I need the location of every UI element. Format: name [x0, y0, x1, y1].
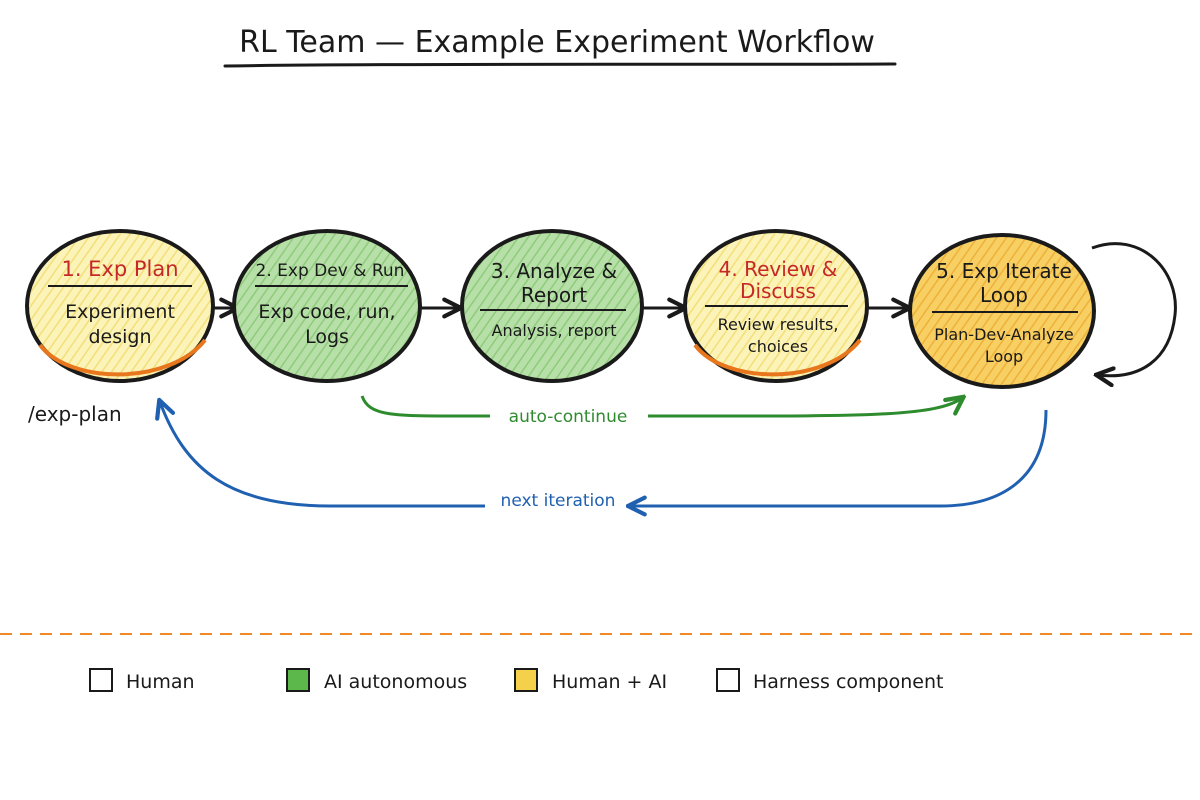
step-3-analyze-report[interactable]: 3. Analyze & Report Analysis, report — [460, 229, 644, 383]
step-4-desc-line-2: choices — [748, 337, 808, 356]
step-4-title-line-1: 4. Review & — [719, 257, 838, 281]
step-1-desc-line-1: Experiment — [65, 301, 175, 323]
step-2-exp-dev-run[interactable]: 2. Exp Dev & Run Exp code, run, Logs — [232, 229, 422, 383]
page-title: RL Team — Example Experiment Workflow — [239, 25, 875, 60]
step-3-title-line-1: 3. Analyze & — [491, 259, 617, 283]
step-2-desc-line-2: Logs — [305, 326, 349, 348]
legend-label-human: Human — [126, 671, 195, 693]
legend-item-human: Human — [89, 668, 195, 693]
step-1-title: 1. Exp Plan — [61, 257, 178, 281]
step-5-exp-iterate-loop[interactable]: 5. Exp Iterate Loop Plan-Dev-Analyze Loo… — [908, 233, 1096, 389]
step-4-title-line-2: Discuss — [740, 279, 816, 303]
step-5-title-line-1: 5. Exp Iterate — [936, 259, 1072, 283]
next-iteration-arrow: next iteration — [160, 402, 1048, 511]
legend: Human AI autonomous Human + AI Harness c… — [89, 668, 943, 693]
legend-label-harness-component: Harness component — [753, 671, 943, 693]
step-3-desc-line-1: Analysis, report — [492, 321, 617, 340]
step-1-desc-line-2: design — [88, 326, 151, 348]
auto-continue-arrow: auto-continue — [360, 396, 962, 427]
step-4-review-discuss[interactable]: 4. Review & Discuss Review results, choi… — [683, 229, 869, 383]
next-iteration-label: next iteration — [501, 491, 616, 511]
step-5-title-line-2: Loop — [980, 283, 1028, 307]
legend-label-ai-autonomous: AI autonomous — [324, 671, 467, 693]
legend-item-human-ai: Human + AI — [514, 668, 667, 693]
step-2-desc-line-1: Exp code, run, — [258, 301, 395, 323]
exp-plan-command-label: /exp-plan — [28, 402, 122, 426]
legend-item-harness-component: Harness component — [716, 668, 943, 693]
step-1-exp-plan[interactable]: 1. Exp Plan Experiment design — [25, 229, 215, 383]
legend-item-ai-autonomous: AI autonomous — [286, 668, 467, 693]
title-underline — [223, 62, 897, 68]
step-5-desc-line-2: Loop — [985, 347, 1023, 366]
step-4-desc-line-1: Review results, — [718, 315, 839, 334]
self-loop-arrow — [1091, 242, 1177, 376]
step-2-title: 2. Exp Dev & Run — [256, 261, 405, 281]
step-5-desc-line-1: Plan-Dev-Analyze — [934, 325, 1073, 344]
step-3-title-line-2: Report — [521, 283, 587, 307]
legend-label-human-ai: Human + AI — [552, 671, 667, 693]
auto-continue-label: auto-continue — [509, 407, 628, 427]
